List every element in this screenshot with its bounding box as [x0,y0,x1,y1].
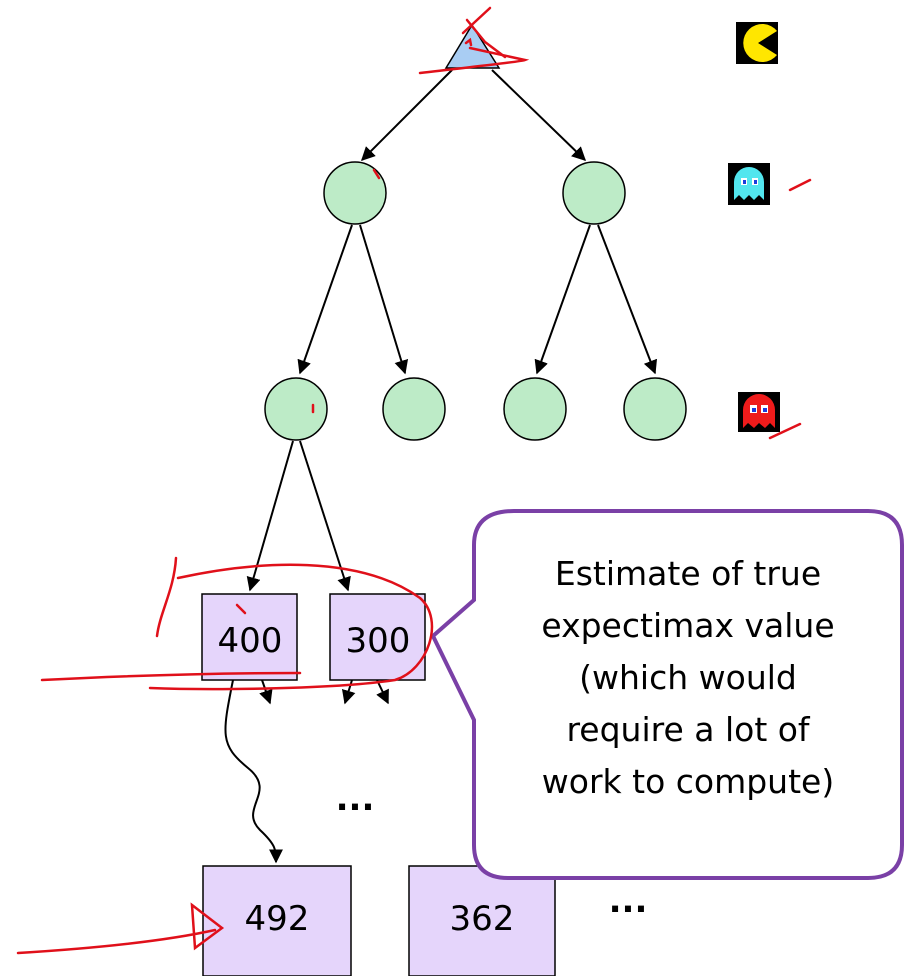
value-box-300-label: 300 [346,621,411,661]
tree-edges [224,69,658,864]
callout-line-4: require a lot of [566,710,810,749]
callout-line-1: Estimate of true [555,554,821,593]
stub-arrow-3 [376,679,389,705]
chance-node-4 [382,377,446,441]
chance-node-6 [623,377,687,441]
red-line-under-boxes [40,671,302,682]
pacman-icon [736,22,778,64]
edge-root-right [491,69,587,161]
edge-c1-l1 [297,224,353,375]
edge-c2-l3 [534,224,591,375]
value-box-362-label: 362 [450,899,515,939]
value-box-300 [329,593,426,681]
red-tick-chance1 [372,168,381,180]
callout-line-3: (which would [579,658,797,697]
red-bracket-left [155,556,178,638]
red-ghost-icon [738,392,780,432]
edge-l1-box1 [246,440,294,592]
callout-line-5: work to compute) [542,762,834,801]
ellipsis-middle: ... [336,779,375,819]
ellipsis-right: ... [609,881,648,921]
chance-node-3 [264,377,328,441]
red-underline-max [418,46,530,75]
red-arrow-to-492 [16,902,225,955]
red-annotations [16,6,812,955]
stub-arrow-1 [259,679,273,705]
red-mark-max-inner [464,37,473,47]
chance-node-2 [562,161,626,225]
red-circle-leaves [148,563,434,691]
wavy-arrow [224,679,283,864]
stub-arrow-2 [341,679,356,705]
edge-l1-box2 [299,440,351,592]
chance-node-5 [503,377,567,441]
chance-node-1 [323,161,387,225]
value-box-400 [201,593,298,681]
callout-bubble [430,509,904,880]
red-tick-box-400 [235,603,247,615]
callout-line-2: expectimax value [541,606,834,645]
cyan-ghost-icon [728,163,770,205]
red-slash-red-ghost [768,422,802,440]
red-check-on-max [461,6,507,59]
edge-c1-l2 [359,224,409,375]
value-box-492-label: 492 [245,899,310,939]
red-slash-cyan-ghost [788,178,812,192]
edge-c2-l4 [597,224,658,375]
edge-root-left [361,69,453,161]
value-box-492 [202,865,352,976]
value-box-400-label: 400 [218,621,283,661]
